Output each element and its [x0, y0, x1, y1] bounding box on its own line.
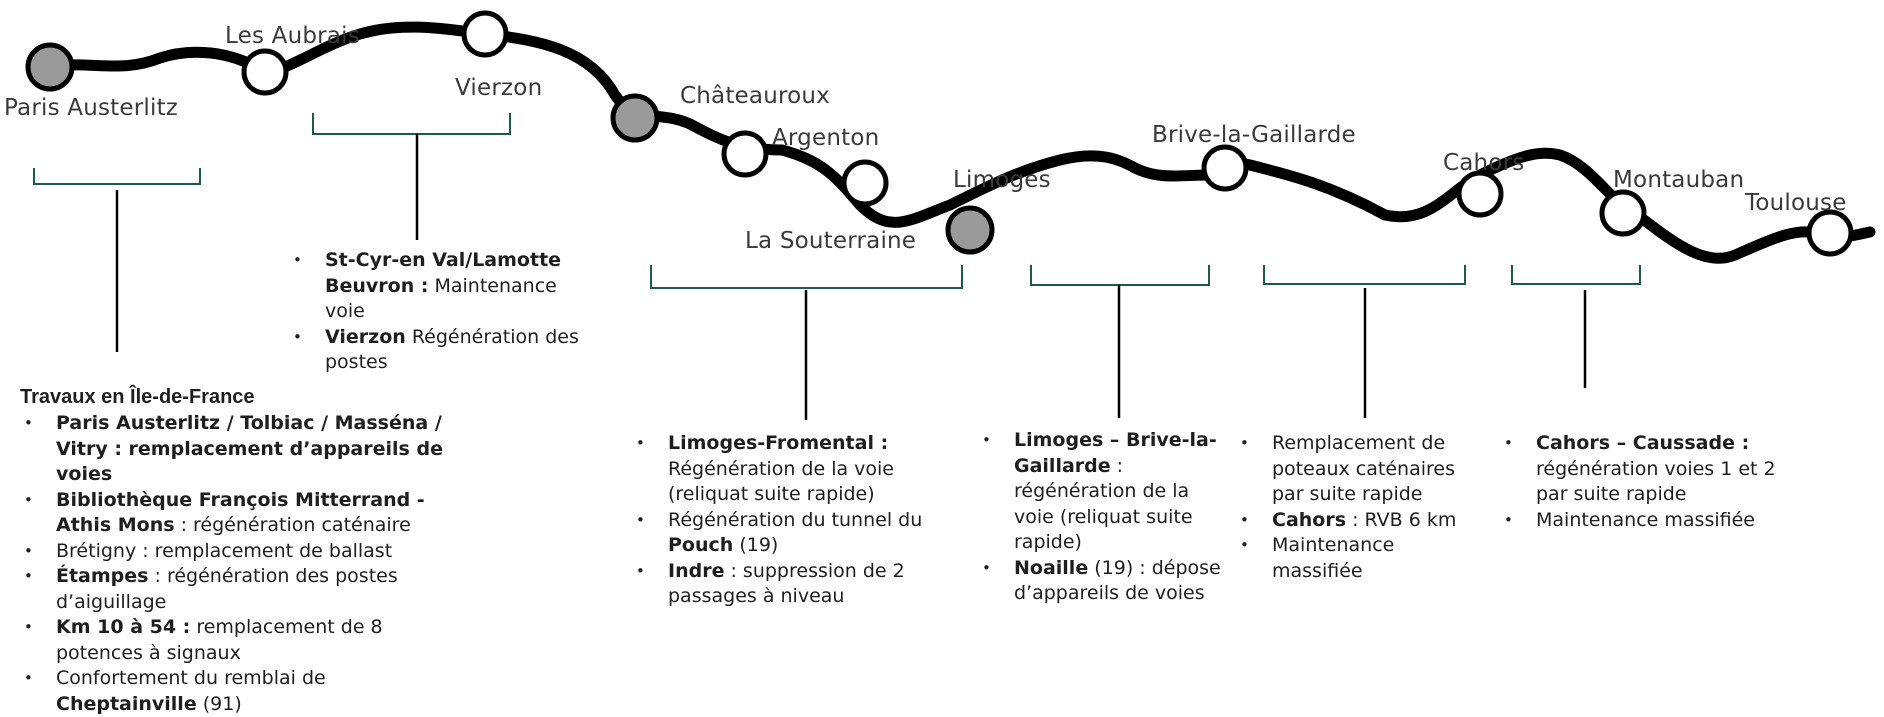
text: Maintenance massifiée — [1272, 534, 1395, 582]
section-vierzon: St-Cyr-en Val/Lamotte Beuvron : Maintena… — [289, 248, 579, 376]
text: Confortement du remblai de — [56, 667, 326, 689]
text: Maintenance voie — [325, 274, 557, 323]
connector-limoges-north — [650, 265, 963, 420]
text: remplacement de 8 potences à signaux — [56, 616, 383, 664]
list-item: Indre : suppression de 2 passages à nive… — [632, 559, 952, 610]
section-limoges-north: Limoges-Fromental : Régénération de la v… — [632, 431, 952, 610]
bold-text: Bibliothèque François Mitterrand - Athis… — [56, 488, 425, 537]
section-limoges-brive: Limoges – Brive-la-Gaillarde : régénérat… — [978, 428, 1228, 607]
section-cahors-montauban-list: Cahors – Caussade : régénération voies 1… — [1500, 431, 1800, 533]
station-marker-argenton — [721, 130, 769, 178]
connector-idf — [33, 168, 201, 352]
station-marker-paris — [25, 42, 75, 92]
station-label-souterraine: La Souterraine — [745, 228, 917, 254]
station-marker-aubrais — [241, 48, 289, 96]
section-cahors-montauban: Cahors – Caussade : régénération voies 1… — [1500, 431, 1800, 533]
list-item: Km 10 à 54 : remplacement de 8 potences … — [20, 615, 460, 666]
station-marker-limoges — [945, 205, 995, 255]
section-limoges-brive-list: Limoges – Brive-la-Gaillarde : régénérat… — [978, 428, 1228, 607]
section-brive-cahors-list: Remplacement de poteaux caténaires par s… — [1236, 431, 1486, 584]
text: : régénération des postes d’aiguillage — [56, 565, 398, 613]
station-label-paris: Paris Austerlitz — [4, 95, 179, 121]
text: : régénération caténaire — [174, 514, 411, 536]
bold-text: Km 10 à 54 : — [56, 616, 191, 638]
section-limoges-north-list: Limoges-Fromental : Régénération de la v… — [632, 431, 952, 610]
text: (19) — [733, 534, 779, 556]
text: (19) : dépose d’appareils de voies — [1014, 556, 1221, 605]
section-idf-title: Travaux en Île-de-France — [20, 386, 255, 408]
connector-vierzon — [312, 113, 511, 240]
list-item: Vierzon Régénération des postes — [289, 325, 579, 376]
list-item: Limoges-Fromental : Régénération de la v… — [632, 431, 952, 508]
bold-text: Cheptainville — [56, 692, 197, 715]
bold-text: Vierzon — [325, 325, 406, 348]
station-marker-montauban — [1599, 189, 1647, 237]
station-label-toulouse: Toulouse — [1745, 190, 1847, 216]
station-label-cahors: Cahors — [1443, 150, 1525, 176]
text: : régénération de la voie (reliquat suit… — [1014, 454, 1193, 554]
list-item: Paris Austerlitz / Tolbiac / Masséna / V… — [20, 411, 460, 488]
connector-cahors-montauban — [1511, 265, 1641, 388]
station-marker-chateauroux — [610, 93, 660, 143]
list-item: Cahors : RVB 6 km — [1236, 508, 1486, 534]
station-marker-souterraine — [841, 159, 889, 207]
bold-text: St-Cyr-en Val/Lamotte Beuvron : — [325, 249, 562, 297]
station-label-montauban: Montauban — [1613, 167, 1745, 193]
bold-text: Limoges – Brive-la-Gaillarde — [1014, 429, 1217, 477]
list-item: St-Cyr-en Val/Lamotte Beuvron : Maintena… — [289, 248, 579, 325]
station-marker-brive — [1201, 144, 1249, 192]
list-item: Étampes : régénération des postes d’aigu… — [20, 564, 460, 615]
station-label-argenton: Argenton — [772, 125, 880, 151]
text: Remplacement de poteaux caténaires par s… — [1272, 432, 1455, 505]
station-marker-toulouse — [1806, 209, 1854, 257]
list-item: Maintenance massifiée — [1236, 533, 1486, 584]
connector-brive-cahors — [1263, 265, 1466, 418]
section-brive-cahors: Remplacement de poteaux caténaires par s… — [1236, 431, 1486, 584]
text: Régénération des postes — [325, 325, 579, 374]
bold-text: Pouch — [668, 534, 734, 556]
bold-text: Limoges-Fromental : — [668, 432, 889, 454]
station-label-limoges: Limoges — [953, 167, 1051, 193]
text: (91) — [196, 692, 242, 715]
bold-text: Noaille — [1014, 556, 1089, 579]
bold-text: Indre — [668, 559, 725, 582]
text: Régénération de la voie (reliquat suite … — [668, 457, 894, 506]
bold-text: Étampes — [56, 565, 149, 587]
list-item: Maintenance massifiée — [1500, 508, 1800, 534]
list-item: Régénération du tunnel du Pouch (19) — [632, 508, 952, 559]
list-item: Noaille (19) : dépose d’appareils de voi… — [978, 556, 1228, 607]
text: : RVB 6 km — [1346, 508, 1457, 531]
station-label-chateauroux: Châteauroux — [680, 83, 830, 109]
list-item: Remplacement de poteaux caténaires par s… — [1236, 431, 1486, 508]
connector-limoges-brive — [1030, 265, 1210, 418]
list-item: Brétigny : remplacement de ballast — [20, 539, 460, 565]
list-item: Limoges – Brive-la-Gaillarde : régénérat… — [978, 428, 1228, 556]
list-item: Confortement du remblai de Cheptainville… — [20, 666, 460, 717]
section-vierzon-list: St-Cyr-en Val/Lamotte Beuvron : Maintena… — [289, 248, 579, 376]
railway-line — [44, 21, 1876, 264]
bold-text: Cahors — [1272, 508, 1347, 531]
stations-layer — [25, 10, 1854, 257]
text: Brétigny : remplacement de ballast — [56, 539, 393, 562]
bold-text: Cahors – Caussade : — [1536, 432, 1750, 454]
text: Maintenance massifiée — [1536, 508, 1755, 531]
station-marker-cahors — [1456, 170, 1504, 218]
text: régénération voies 1 et 2 par suite rapi… — [1536, 457, 1776, 506]
text: Régénération du tunnel du — [668, 508, 923, 531]
section-idf-list: Paris Austerlitz / Tolbiac / Masséna / V… — [20, 411, 460, 717]
station-label-aubrais: Les Aubrais — [225, 23, 360, 49]
section-idf: Travaux en Île-de-France Paris Austerlit… — [20, 384, 460, 717]
list-item: Cahors – Caussade : régénération voies 1… — [1500, 431, 1800, 508]
text: : suppression de 2 passages à niveau — [668, 559, 905, 608]
list-item: Bibliothèque François Mitterrand - Athis… — [20, 488, 460, 539]
bold-text: Paris Austerlitz / Tolbiac / Masséna / V… — [56, 412, 443, 485]
station-label-brive: Brive-la-Gaillarde — [1152, 122, 1356, 148]
station-marker-vierzon — [461, 10, 509, 58]
station-label-vierzon: Vierzon — [455, 75, 543, 101]
